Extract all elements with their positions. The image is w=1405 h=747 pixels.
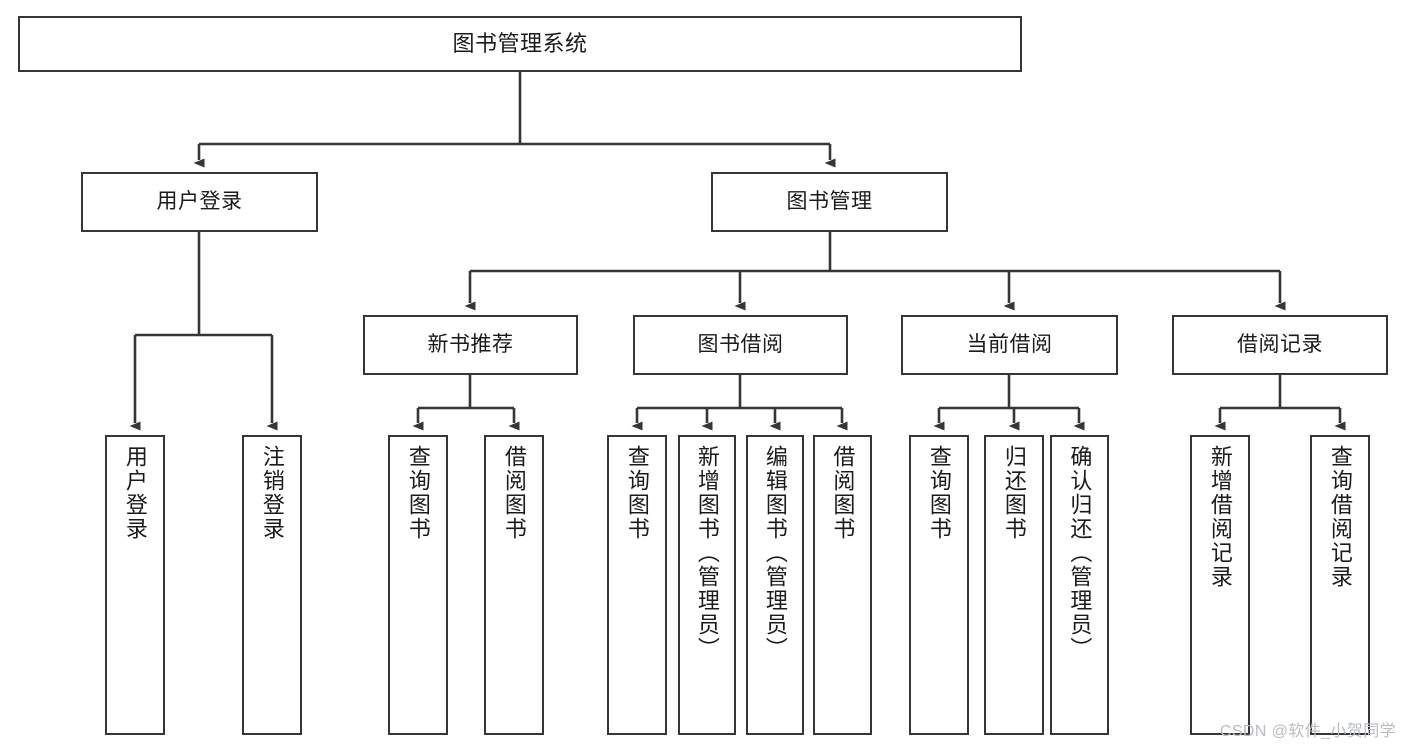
node-leaf-query-record[interactable]: 查询借阅记录 [1310,435,1370,735]
node-user-login[interactable]: 用户登录 [81,172,318,232]
node-current-borrow-label: 当前借阅 [966,332,1053,356]
csdn-watermark: CSDN @软件_小贺同学 [1219,723,1396,740]
node-book-borrow-label: 图书借阅 [697,332,784,356]
node-leaf-query-book-rec-label: 查询图书 [405,445,431,541]
node-leaf-borrow-book-rec-label: 借阅图书 [501,445,527,541]
node-borrow-record[interactable]: 借阅记录 [1172,315,1388,375]
node-leaf-return-book-label: 归还图书 [1001,445,1027,541]
node-new-book-rec[interactable]: 新书推荐 [363,315,578,375]
node-leaf-query-book-rec[interactable]: 查询图书 [388,435,448,735]
node-leaf-borrow-book-rec[interactable]: 借阅图书 [484,435,544,735]
node-book-borrow[interactable]: 图书借阅 [633,315,848,375]
node-leaf-query-record-label: 查询借阅记录 [1327,445,1353,589]
node-new-book-rec-label: 新书推荐 [427,332,514,356]
node-leaf-borrow-book-bw[interactable]: 借阅图书 [813,435,872,735]
node-leaf-confirm-return[interactable]: 确认归还（管理员） [1050,435,1109,735]
node-leaf-return-book[interactable]: 归还图书 [984,435,1044,735]
node-book-manage-label: 图书管理 [786,189,873,213]
node-book-manage[interactable]: 图书管理 [711,172,948,232]
node-leaf-user-logout-label: 注销登录 [259,445,285,541]
node-leaf-user-login-label: 用户登录 [122,445,148,541]
node-leaf-query-book-cb[interactable]: 查询图书 [909,435,969,735]
node-leaf-confirm-return-label: 确认归还（管理员） [1067,445,1093,661]
node-leaf-borrow-book-bw-label: 借阅图书 [830,445,856,541]
node-leaf-edit-book[interactable]: 编辑图书（管理员） [746,435,804,735]
node-leaf-add-record-label: 新增借阅记录 [1207,445,1233,589]
node-root[interactable]: 图书管理系统 [18,16,1022,72]
node-user-login-label: 用户登录 [156,189,243,213]
node-leaf-query-book-cb-label: 查询图书 [926,445,952,541]
node-leaf-add-record[interactable]: 新增借阅记录 [1190,435,1250,735]
node-root-label: 图书管理系统 [452,31,588,57]
node-leaf-query-book-bw-label: 查询图书 [624,445,650,541]
node-leaf-user-login[interactable]: 用户登录 [105,435,165,735]
node-leaf-query-book-bw[interactable]: 查询图书 [607,435,667,735]
node-leaf-add-book[interactable]: 新增图书（管理员） [678,435,736,735]
node-leaf-add-book-label: 新增图书（管理员） [694,445,720,661]
node-current-borrow[interactable]: 当前借阅 [901,315,1118,375]
node-borrow-record-label: 借阅记录 [1237,332,1323,356]
node-leaf-user-logout[interactable]: 注销登录 [242,435,302,735]
node-leaf-edit-book-label: 编辑图书（管理员） [762,445,788,661]
